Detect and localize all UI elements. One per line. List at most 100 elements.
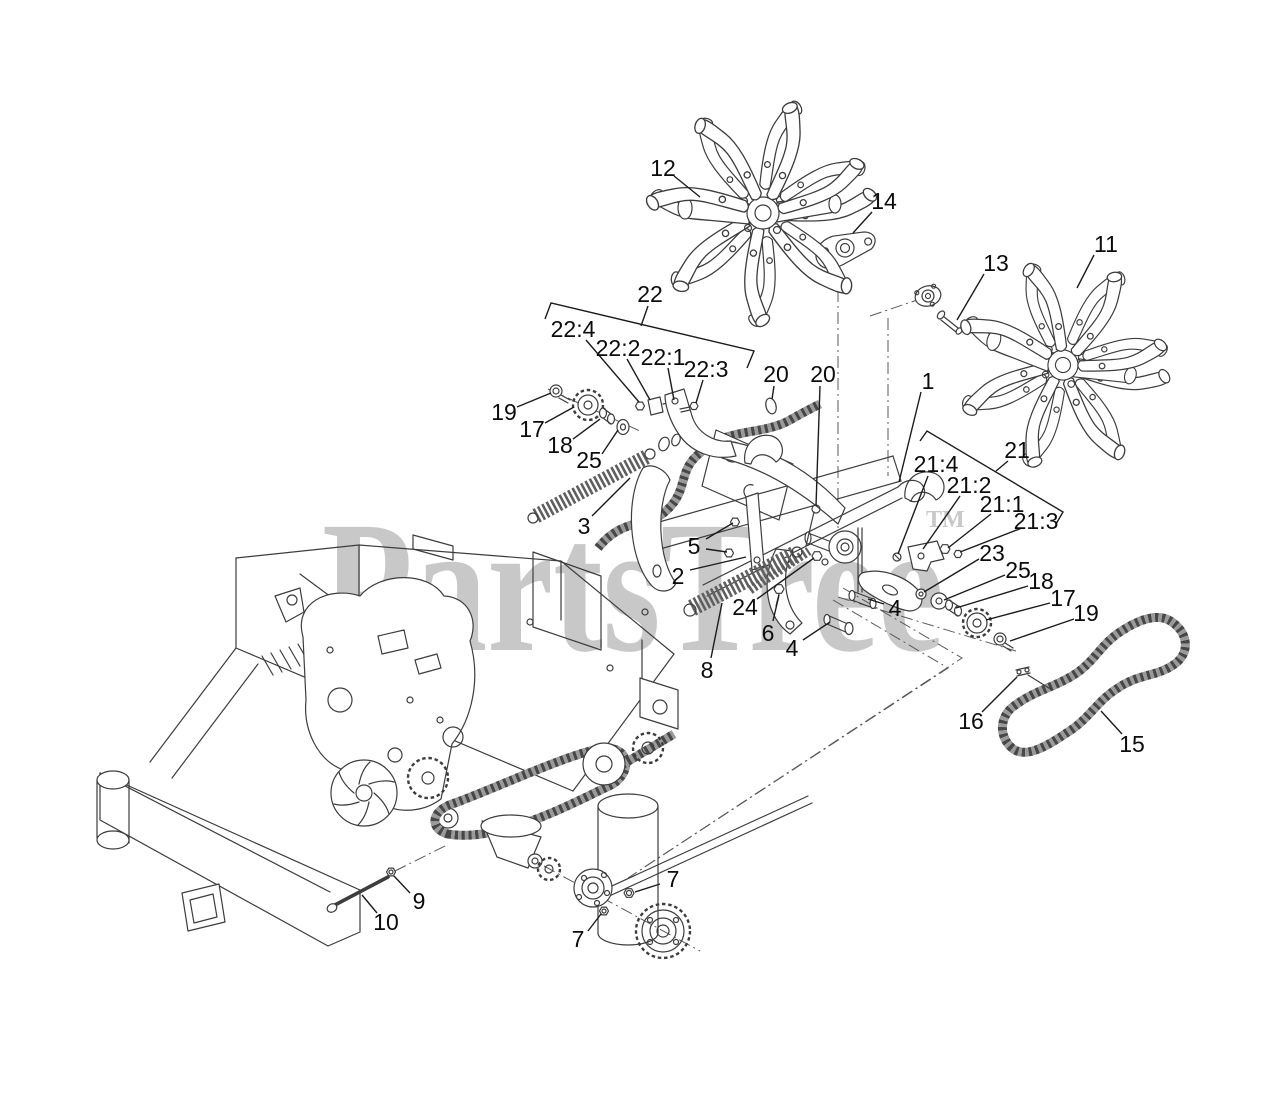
leader-line xyxy=(897,475,929,555)
callout-22:3[interactable]: 22:3 xyxy=(684,356,729,382)
callout-21:3[interactable]: 21:3 xyxy=(1014,508,1059,534)
leader-line xyxy=(772,594,780,622)
callout-20[interactable]: 20 xyxy=(810,361,836,387)
master-link-16 xyxy=(1015,666,1053,691)
callout-4[interactable]: 4 xyxy=(889,595,902,621)
chain-15-group xyxy=(998,613,1190,757)
idler-arm xyxy=(857,570,923,612)
leader-line xyxy=(689,556,747,571)
callout-17[interactable]: 17 xyxy=(519,416,545,442)
plate-22-2 xyxy=(647,396,664,416)
washer-21-3 xyxy=(953,549,963,559)
leader-line xyxy=(705,522,734,540)
lower-drive-assembly xyxy=(326,730,813,960)
callout-8[interactable]: 8 xyxy=(701,657,714,683)
leader-line xyxy=(640,305,649,327)
roller-chain-15 xyxy=(998,613,1190,757)
bearing-hub xyxy=(828,530,862,564)
bolt-19-left xyxy=(549,384,563,398)
leader-line xyxy=(710,602,723,659)
hanger-plate xyxy=(630,465,677,592)
leader-line xyxy=(802,621,831,641)
leader-line xyxy=(393,875,411,894)
pin-4-left xyxy=(823,613,854,636)
callout-22:1[interactable]: 22:1 xyxy=(641,344,686,370)
callout-21:1[interactable]: 21:1 xyxy=(980,491,1025,517)
hook-bracket-left xyxy=(744,434,783,465)
callout-22[interactable]: 22 xyxy=(637,281,663,307)
leader-line xyxy=(626,358,651,401)
leader-line xyxy=(585,339,640,403)
callout-12[interactable]: 12 xyxy=(650,155,676,181)
callout-14[interactable]: 14 xyxy=(871,188,897,214)
callout-15[interactable]: 15 xyxy=(1119,731,1145,757)
bolt-24 xyxy=(811,551,829,566)
callout-20[interactable]: 20 xyxy=(763,361,789,387)
leader-line xyxy=(572,418,601,440)
callout-9[interactable]: 9 xyxy=(413,888,426,914)
leader-line xyxy=(923,558,980,593)
nut-22-4 xyxy=(634,401,646,411)
nut-21-1 xyxy=(939,544,951,554)
callout-5[interactable]: 5 xyxy=(688,533,701,559)
idler-group-right xyxy=(857,540,1014,652)
leader-line xyxy=(771,385,775,400)
leader-line xyxy=(985,602,1051,621)
group-bracket-21 xyxy=(919,430,1064,525)
callout-25[interactable]: 25 xyxy=(1005,557,1031,583)
callout-23[interactable]: 23 xyxy=(979,540,1005,566)
leader-line xyxy=(361,894,378,914)
leader-line xyxy=(1009,618,1075,642)
bolts-5 xyxy=(723,517,741,558)
spring-3 xyxy=(532,449,652,523)
callout-24[interactable]: 24 xyxy=(732,594,758,620)
cooling-fan xyxy=(330,759,398,827)
callout-21:2[interactable]: 21:2 xyxy=(947,472,992,498)
callout-19[interactable]: 19 xyxy=(1073,600,1099,626)
leader-line xyxy=(815,385,821,507)
leader-line xyxy=(922,495,961,550)
leader-line xyxy=(1100,710,1123,735)
leader-line xyxy=(634,883,661,893)
leader-line xyxy=(673,175,701,198)
callout-22:4[interactable]: 22:4 xyxy=(551,316,596,342)
callout-25[interactable]: 25 xyxy=(576,447,602,473)
callout-7[interactable]: 7 xyxy=(667,866,680,892)
leader-line xyxy=(947,513,992,549)
callout-1[interactable]: 1 xyxy=(922,368,935,394)
washer-25-left xyxy=(616,418,630,436)
callout-17[interactable]: 17 xyxy=(1050,585,1076,611)
watermark-tm: TM xyxy=(926,507,965,533)
callout-10[interactable]: 10 xyxy=(373,909,399,935)
bolt-10 xyxy=(326,875,390,913)
callout-19[interactable]: 19 xyxy=(491,399,517,425)
bracket-22-1 xyxy=(664,388,737,458)
callout-18[interactable]: 18 xyxy=(547,432,573,458)
leader-line xyxy=(591,477,631,517)
leader-line xyxy=(544,406,575,424)
callout-4[interactable]: 4 xyxy=(786,635,799,661)
callout-21:4[interactable]: 21:4 xyxy=(914,451,959,477)
callout-22:2[interactable]: 22:2 xyxy=(596,335,641,361)
callout-11[interactable]: 11 xyxy=(1094,231,1118,257)
callout-13[interactable]: 13 xyxy=(983,250,1009,276)
leader-line xyxy=(1076,254,1095,289)
callout-16[interactable]: 16 xyxy=(958,708,984,734)
idler-group-left xyxy=(549,384,630,436)
clip-20 xyxy=(765,397,777,415)
callout-18[interactable]: 18 xyxy=(1028,568,1054,594)
group-bracket-22 xyxy=(544,302,755,369)
leader-line xyxy=(587,913,602,932)
callout-6[interactable]: 6 xyxy=(762,620,775,646)
callout-2[interactable]: 2 xyxy=(672,563,685,589)
callout-21[interactable]: 21 xyxy=(1004,437,1030,463)
flanged-hub xyxy=(573,868,613,908)
nut-7a xyxy=(623,888,635,898)
callout-7[interactable]: 7 xyxy=(572,926,585,952)
washer-23 xyxy=(915,588,927,600)
leader-line xyxy=(695,379,704,404)
callout-3[interactable]: 3 xyxy=(578,513,591,539)
sprocket-17-right xyxy=(961,607,993,639)
